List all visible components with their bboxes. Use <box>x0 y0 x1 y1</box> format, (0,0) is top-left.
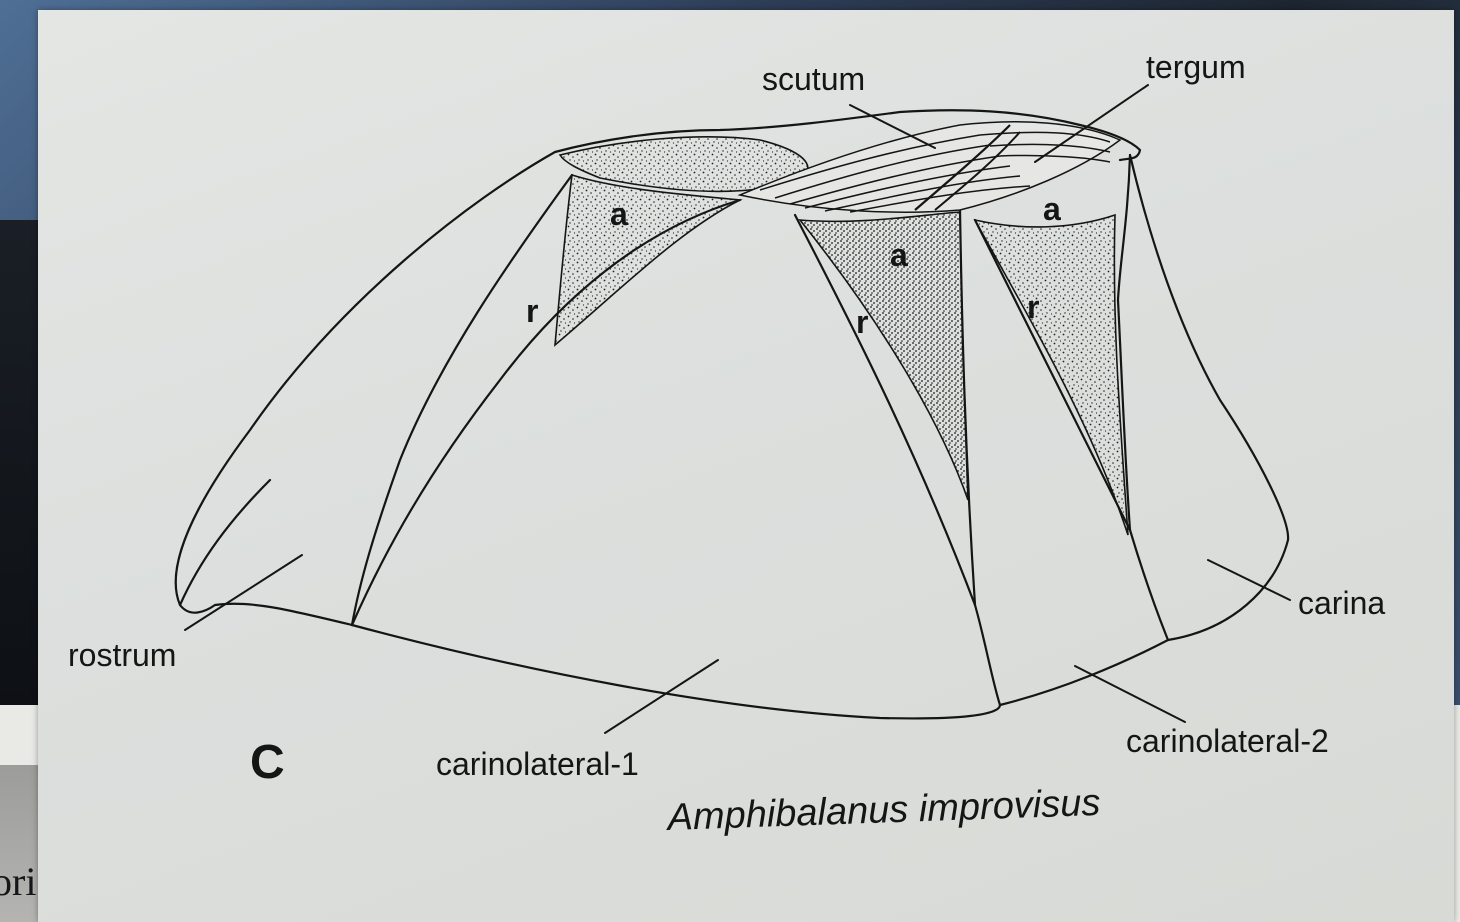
radius-label: r <box>526 293 538 329</box>
radius-label: r <box>1027 289 1039 325</box>
ala-label: a <box>610 196 628 232</box>
radius-label: r <box>856 304 868 340</box>
label-scutum: scutum <box>762 61 865 97</box>
label-carinolateral-1: carinolateral-1 <box>436 746 639 782</box>
label-tergum: tergum <box>1146 49 1246 85</box>
species-caption: Amphibalanus improvisus <box>665 782 1101 839</box>
label-carinolateral-2: carinolateral-2 <box>1126 723 1329 759</box>
label-rostrum: rostrum <box>68 637 176 673</box>
ala-label: a <box>1043 191 1061 227</box>
ala-label: a <box>890 237 908 273</box>
label-carina: carina <box>1298 585 1385 621</box>
panel-letter: C <box>250 736 285 789</box>
